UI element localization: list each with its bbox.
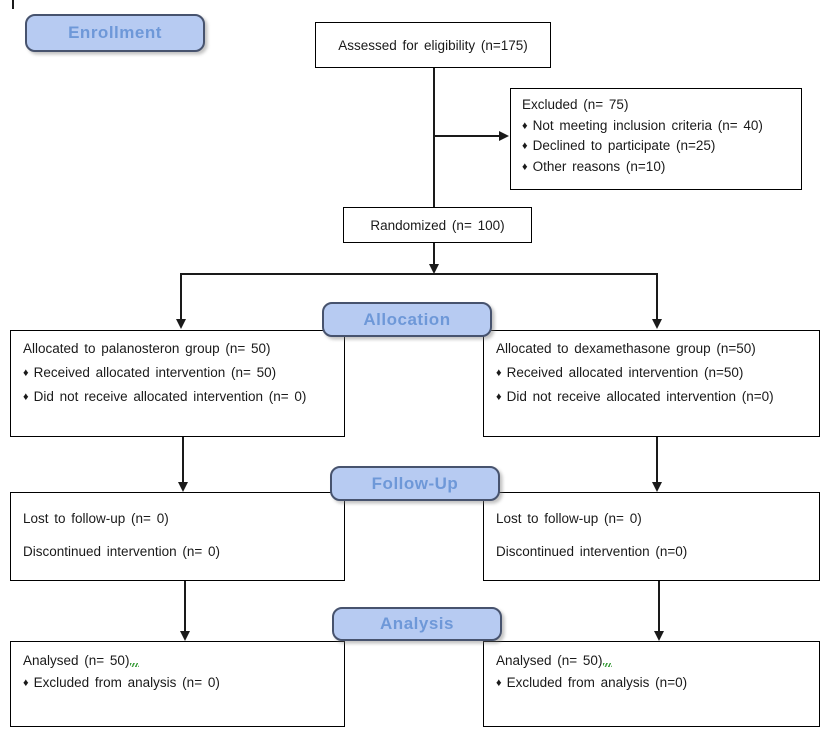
excluded-item-text: Other reasons (n=10) [532,158,666,174]
diamond-bullet-icon: ♦ [496,677,502,689]
excluded-item: ♦ Not meeting inclusion criteria (n= 40) [522,116,801,137]
excluded-box: Excluded (n= 75) ♦ Not meeting inclusion … [510,88,802,190]
analysis-left-title-text: Analysed (n= 50) [23,653,130,668]
allocation-right-box: Allocated to dexamethasone group (n=50) … [483,330,820,437]
arrowhead-branch [428,264,439,274]
stage-label-followup: Follow-Up [330,466,500,501]
allocation-right-title: Allocated to dexamethasone group (n=50) [496,337,819,361]
crop-tick-mark [12,0,14,9]
followup-right-line: Lost to follow-up (n= 0) [496,502,819,535]
assessed-eligibility-text: Assessed for eligibility (n=175) [338,37,528,53]
diamond-bullet-icon: ♦ [522,140,528,152]
assessed-eligibility-box: Assessed for eligibility (n=175) [315,22,551,68]
connector-branch-left [180,273,182,320]
excluded-title: Excluded (n= 75) [522,95,801,116]
analysis-left-item-text: Excluded from analysis (n= 0) [33,675,220,690]
excluded-item-text: Declined to participate (n=25) [532,138,716,153]
connector-alloc-followup-left [182,437,184,483]
allocation-left-item: ♦ Received allocated intervention (n= 50) [23,361,344,385]
excluded-item: ♦ Declined to participate (n=25) [522,136,801,157]
diamond-bullet-icon: ♦ [522,160,528,173]
spellcheck-squiggle-icon [130,663,140,667]
followup-right-line-text: Lost to follow-up (n= 0) [496,511,642,526]
connector-followup-analysis-left [184,581,186,632]
analysis-right-item-text: Excluded from analysis (n=0) [506,675,688,690]
allocation-left-item: ♦ Did not receive allocated intervention … [23,385,344,409]
connector-followup-analysis-right [658,581,660,632]
stage-label-followup-text: Follow-Up [371,473,459,493]
followup-left-line-text: Lost to follow-up (n= 0) [23,511,169,526]
connector-branch-right [656,273,658,320]
analysis-right-title: Analysed (n= 50) [496,650,819,672]
arrowhead-excluded [499,130,509,141]
diamond-bullet-icon: ♦ [522,119,528,132]
allocation-right-item-text: Did not receive allocated intervention (… [506,389,774,404]
analysis-right-title-text: Analysed (n= 50) [496,653,603,668]
connector-alloc-followup-right [656,437,658,483]
stage-label-allocation-text: Allocation [363,309,451,329]
excluded-item-text: Not meeting inclusion criteria (n= 40) [532,117,763,133]
excluded-title-text: Excluded (n= 75) [522,97,629,112]
spellcheck-squiggle-icon [603,663,613,667]
arrowhead-analysis-right [653,631,664,641]
analysis-left-title: Analysed (n= 50) [23,650,344,672]
followup-left-box: Lost to follow-up (n= 0) Discontinued in… [10,492,345,581]
arrowhead-analysis-left [179,631,190,641]
allocation-right-item: ♦ Did not receive allocated intervention … [496,385,819,409]
arrowhead-alloc-left [175,319,186,329]
stage-label-allocation: Allocation [322,302,492,337]
connector-randomized-branch [433,243,435,266]
allocation-right-item: ♦ Received allocated intervention (n=50) [496,361,819,385]
connector-assessed-randomized [433,68,435,207]
connector-to-excluded [434,135,500,137]
excluded-item: ♦ Other reasons (n=10) [522,157,801,178]
allocation-right-item-text: Received allocated intervention (n=50) [506,365,744,380]
stage-label-analysis: Analysis [332,607,502,641]
branch-line [180,273,658,275]
followup-left-line: Lost to follow-up (n= 0) [23,502,344,535]
stage-label-analysis-text: Analysis [380,614,454,633]
diamond-bullet-icon: ♦ [23,367,29,379]
allocation-left-item-text: Received allocated intervention (n= 50) [33,365,277,380]
diamond-bullet-icon: ♦ [496,367,502,379]
allocation-left-title-text: Allocated to palanosteron group (n= 50) [23,341,271,356]
allocation-left-title: Allocated to palanosteron group (n= 50) [23,337,344,361]
randomized-box: Randomized (n= 100) [343,207,532,243]
diamond-bullet-icon: ♦ [23,391,29,403]
allocation-right-title-text: Allocated to dexamethasone group (n=50) [496,341,756,356]
stage-label-enrollment-text: Enrollment [68,23,162,42]
arrowhead-alloc-right [651,319,662,329]
randomized-text: Randomized (n= 100) [370,217,505,233]
analysis-right-item: ♦ Excluded from analysis (n=0) [496,672,819,694]
stage-label-enrollment: Enrollment [25,14,205,52]
allocation-left-box: Allocated to palanosteron group (n= 50) … [10,330,345,437]
analysis-left-item: ♦ Excluded from analysis (n= 0) [23,672,344,694]
analysis-left-box: Analysed (n= 50) ♦ Excluded from analysis… [10,641,345,727]
followup-right-box: Lost to follow-up (n= 0) Discontinued in… [483,492,820,581]
allocation-left-item-text: Did not receive allocated intervention (… [33,389,307,404]
followup-left-line-text: Discontinued intervention (n= 0) [23,544,220,559]
followup-right-line: Discontinued intervention (n=0) [496,535,819,568]
followup-left-line: Discontinued intervention (n= 0) [23,535,344,568]
analysis-right-box: Analysed (n= 50) ♦ Excluded from analysis… [483,641,820,727]
followup-right-line-text: Discontinued intervention (n=0) [496,544,688,559]
arrowhead-followup-left [177,482,188,492]
diamond-bullet-icon: ♦ [496,391,502,403]
arrowhead-followup-right [651,482,662,492]
diamond-bullet-icon: ♦ [23,677,29,689]
